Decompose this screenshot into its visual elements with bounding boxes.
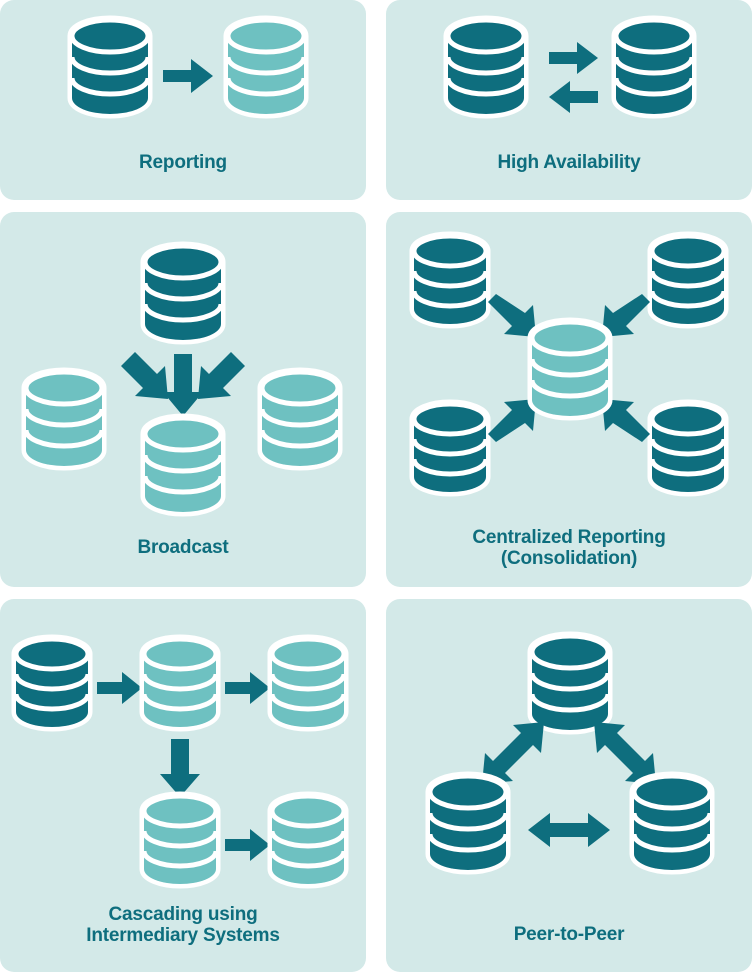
centralized-reporting-diagram [386,212,752,522]
caption-line: High Availability [497,152,641,173]
database-replica-icon [267,634,349,732]
panel-reporting[interactable]: Reporting [0,0,366,200]
panel-broadcast[interactable]: Broadcast [0,212,366,587]
database-replica-icon [223,15,309,119]
arrow-double-horizontal-icon [528,813,610,847]
high-availability-diagram [386,0,752,150]
arrow-right-icon [97,672,142,704]
panel-caption-high-availability: High Availability [386,152,752,173]
arrow-left-icon [549,81,598,113]
database-replica-icon [257,367,343,471]
database-replica-icon [267,791,349,889]
panel-centralized-reporting[interactable]: Centralized Reporting (Consolidation) [386,212,752,587]
arrow-right-icon [549,42,598,74]
arrow-down-left-icon [602,294,650,337]
arrow-double-diagonal-icon [482,722,544,784]
arrow-double-diagonal-icon [594,722,656,784]
arrow-right-icon [163,59,213,93]
database-source-icon [647,399,729,497]
caption-line: Reporting [139,152,227,173]
panel-high-availability[interactable]: High Availability [386,0,752,200]
database-source-icon [409,231,491,329]
database-source-icon [11,634,93,732]
caption-line: Intermediary Systems [86,925,280,947]
caption-line: Broadcast [137,537,229,558]
arrow-right-icon [225,672,270,704]
caption-line: Peer-to-Peer [513,924,625,945]
arrow-up-right-icon [488,399,536,442]
database-standby-icon [611,15,697,119]
database-consolidated-target-icon [527,317,613,421]
database-replica-icon [21,367,107,471]
panel-caption-broadcast: Broadcast [0,537,366,558]
panel-cascading[interactable]: Cascading using Intermediary Systems [0,599,366,972]
broadcast-diagram [0,212,366,532]
reporting-diagram [0,0,366,150]
panel-caption-reporting: Reporting [0,152,366,173]
database-source-icon [647,231,729,329]
cascading-diagram [0,599,366,899]
caption-line: Cascading using [108,904,258,925]
arrow-down-icon [160,739,200,797]
panel-peer-to-peer[interactable]: Peer-to-Peer [386,599,752,972]
arrow-up-left-icon [602,399,650,442]
arrow-down-icon [163,354,203,416]
database-source-icon [409,399,491,497]
database-peer-icon [527,631,613,735]
arrow-down-right-icon [198,352,245,399]
arrow-down-left-icon [121,352,168,399]
panel-caption-centralized-reporting: Centralized Reporting (Consolidation) [386,527,752,570]
caption-line: Centralized Reporting [472,527,666,548]
database-intermediary-icon [139,791,221,889]
database-peer-icon [629,771,715,875]
arrow-down-right-icon [488,294,536,337]
database-source-icon [140,241,226,345]
database-intermediary-icon [139,634,221,732]
database-primary-icon [443,15,529,119]
panel-caption-peer-to-peer: Peer-to-Peer [386,924,752,945]
arrow-right-icon [225,829,270,861]
panel-caption-cascading: Cascading using Intermediary Systems [0,904,366,947]
peer-to-peer-diagram [386,599,752,899]
caption-line: (Consolidation) [500,548,638,570]
database-peer-icon [425,771,511,875]
database-source-icon [67,15,153,119]
database-replica-icon [140,413,226,517]
